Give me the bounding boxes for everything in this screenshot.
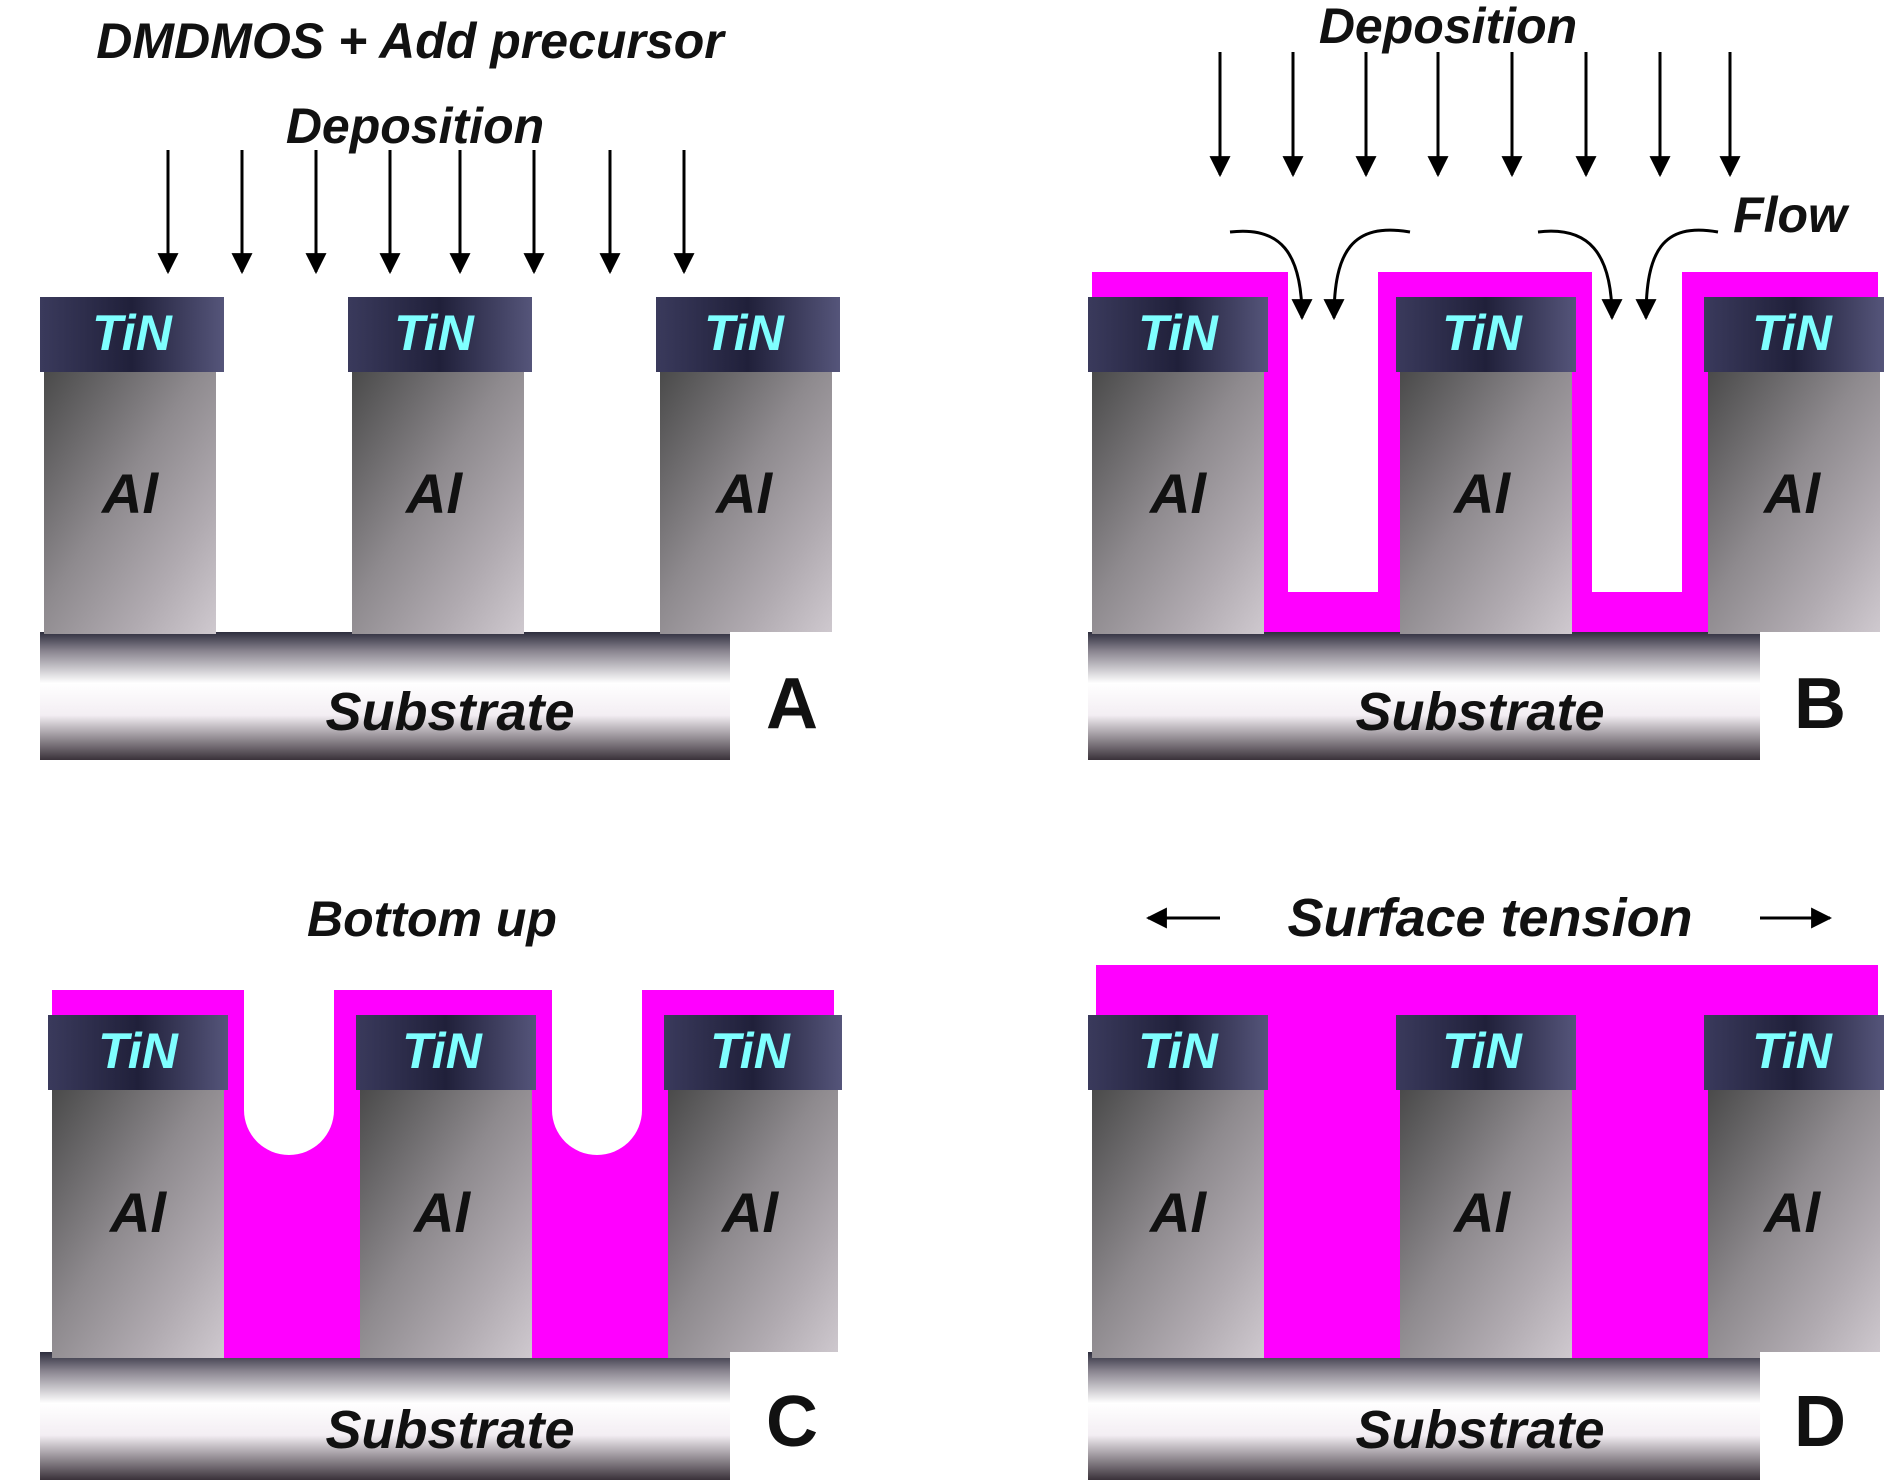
al-label: Al <box>108 1181 167 1244</box>
panel-a-title: DMDMOS + Add precursor <box>96 13 726 69</box>
flow-arrows <box>1229 228 1719 321</box>
al-label: Al <box>404 462 463 525</box>
tin-cap <box>1704 297 1884 372</box>
al-label: Al <box>1452 462 1511 525</box>
panel-a: DMDMOS + Add precursor Deposition Substr… <box>40 13 852 760</box>
al-pillar <box>1708 1090 1880 1358</box>
tin-label: TiN <box>402 1023 483 1079</box>
substrate-label: Substrate <box>325 1400 574 1460</box>
panel-b: Deposition Flow Substrate TiN Al TiN <box>1088 0 1884 760</box>
panel-letter-box <box>730 632 852 760</box>
tin-cap <box>656 297 840 372</box>
al-pillar <box>360 1090 532 1358</box>
tin-label: TiN <box>1138 305 1219 361</box>
al-pillar <box>52 1090 224 1358</box>
tin-label: TiN <box>1138 1023 1219 1079</box>
panel-letter-d: D <box>1794 1382 1846 1462</box>
al-label: Al <box>1762 1181 1821 1244</box>
substrate-label: Substrate <box>1355 682 1604 742</box>
al-pillar <box>660 372 832 634</box>
tin-label: TiN <box>92 305 173 361</box>
tin-cap <box>1088 297 1268 372</box>
tin-label: TiN <box>1752 305 1833 361</box>
flow-arrow <box>1229 229 1313 321</box>
tin-label: TiN <box>98 1023 179 1079</box>
flow-arrow <box>1323 228 1411 321</box>
tin-label: TiN <box>704 305 785 361</box>
substrate <box>1088 1352 1780 1480</box>
tin-cap <box>664 1015 842 1090</box>
tin-label: TiN <box>1442 305 1523 361</box>
panel-c-title: Bottom up <box>307 891 557 947</box>
substrate-label: Substrate <box>325 682 574 742</box>
tin-cap <box>1396 1015 1576 1090</box>
flow-arrow <box>1537 229 1623 321</box>
al-pillar <box>1092 372 1264 634</box>
panel-b-title: Deposition <box>1319 0 1577 54</box>
tin-label: TiN <box>1752 1023 1833 1079</box>
al-label: Al <box>412 1181 471 1244</box>
tin-cap <box>48 1015 228 1090</box>
flow-arrow <box>1635 228 1719 321</box>
panel-c: Bottom up Substrate TiN Al TiN Al TiN Al… <box>40 891 852 1480</box>
al-label: Al <box>100 462 159 525</box>
tin-cap <box>1088 1015 1268 1090</box>
tin-label: TiN <box>710 1023 791 1079</box>
tin-cap <box>40 297 224 372</box>
tin-label: TiN <box>1442 1023 1523 1079</box>
panel-letter-box <box>1760 632 1880 760</box>
al-label: Al <box>1148 462 1207 525</box>
al-pillar <box>1708 372 1880 634</box>
panel-letter-a: A <box>766 664 818 744</box>
flow-label: Flow <box>1733 187 1850 243</box>
al-pillar <box>44 372 216 634</box>
panel-d: Surface tension Substrate TiN Al TiN Al … <box>1088 888 1884 1480</box>
al-label: Al <box>720 1181 779 1244</box>
al-label: Al <box>714 462 773 525</box>
al-pillar <box>1400 1090 1572 1358</box>
al-pillar <box>352 372 524 634</box>
tin-cap <box>356 1015 536 1090</box>
substrate <box>1088 632 1780 760</box>
substrate <box>40 632 730 760</box>
panel-letter-box <box>730 1352 852 1480</box>
deposition-arrows-b <box>1209 52 1741 178</box>
panel-letter-box <box>1760 1352 1880 1480</box>
deposition-arrows-a <box>157 150 695 275</box>
substrate <box>40 1352 730 1480</box>
al-pillar <box>668 1090 838 1358</box>
tin-cap <box>1396 297 1576 372</box>
al-label: Al <box>1148 1181 1207 1244</box>
substrate-label: Substrate <box>1355 1400 1604 1460</box>
al-pillar <box>1400 372 1572 634</box>
al-label: Al <box>1452 1181 1511 1244</box>
al-label: Al <box>1762 462 1821 525</box>
panel-letter-b: B <box>1794 664 1846 744</box>
tin-cap <box>1704 1015 1884 1090</box>
tin-label: TiN <box>394 305 475 361</box>
al-pillar <box>1092 1090 1264 1358</box>
panel-letter-c: C <box>766 1382 818 1462</box>
panel-d-title: Surface tension <box>1287 888 1692 948</box>
tin-cap <box>348 297 532 372</box>
panel-a-subtitle: Deposition <box>286 98 544 154</box>
